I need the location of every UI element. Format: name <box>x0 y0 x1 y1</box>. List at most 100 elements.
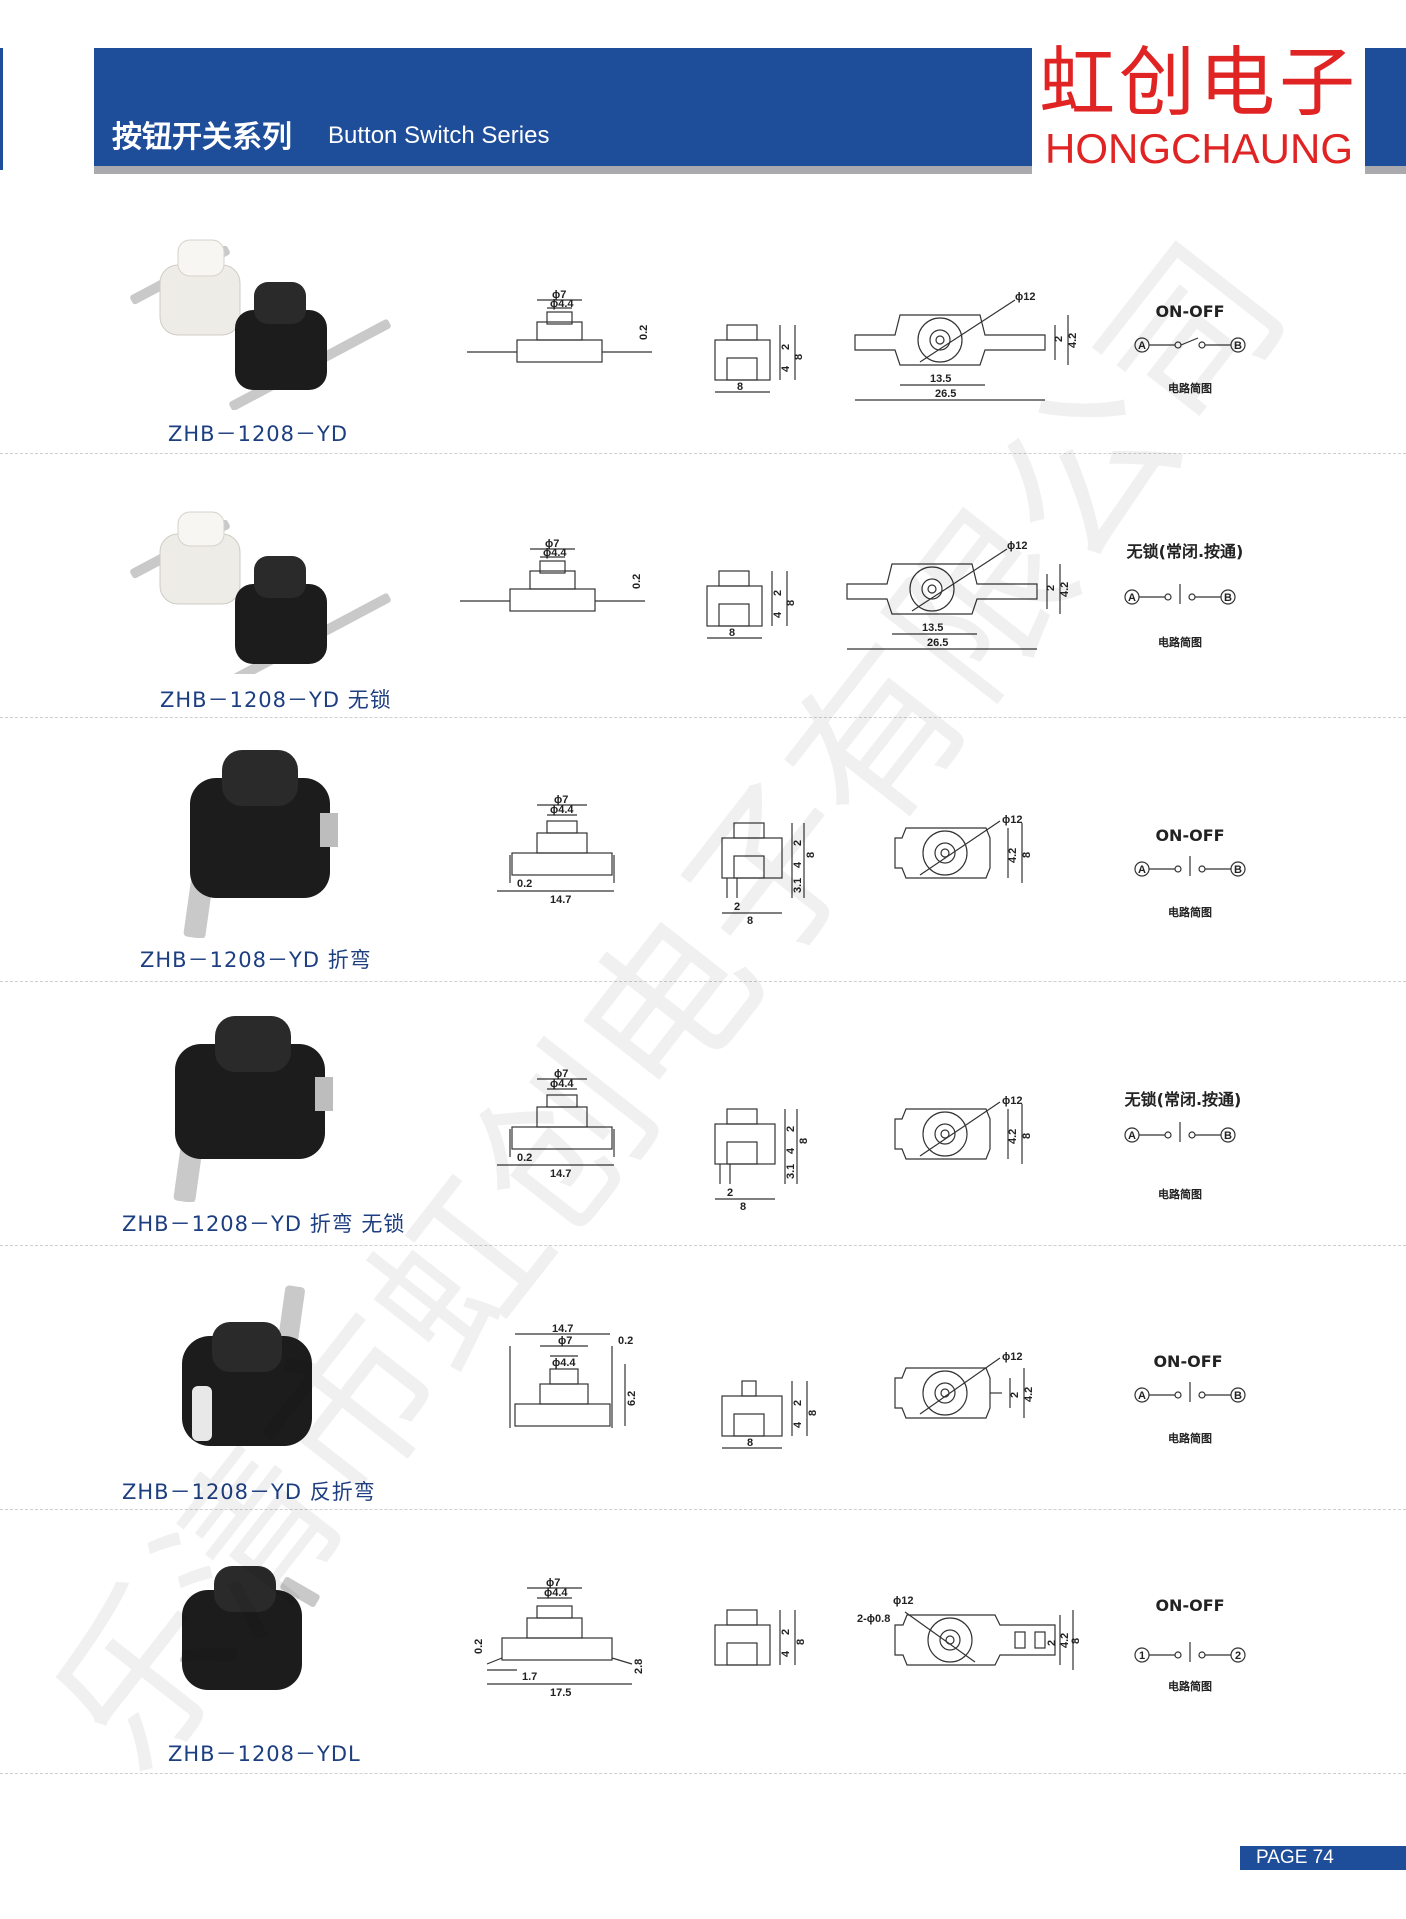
circuit-title: 无锁(常闭.按通) <box>1126 542 1244 561</box>
top-view-drawing: ϕ12 13.5 26.5 2 4.2 <box>846 540 1071 650</box>
svg-text:B: B <box>1234 864 1242 876</box>
circuit-diagram: A B <box>1134 337 1246 353</box>
svg-text:4.2: 4.2 <box>1007 1129 1019 1144</box>
svg-text:14.7: 14.7 <box>550 894 571 906</box>
circuit-caption: 电路简图 <box>1168 382 1212 395</box>
svg-text:2: 2 <box>1053 336 1065 342</box>
svg-text:2: 2 <box>792 1400 804 1406</box>
circuit-title: 无锁(常闭.按通) <box>1124 1090 1242 1109</box>
svg-text:2: 2 <box>780 344 792 350</box>
svg-text:8: 8 <box>747 915 753 927</box>
top-view-drawing: ϕ12 4.2 8 <box>894 1095 1033 1164</box>
svg-text:0.2: 0.2 <box>517 878 532 890</box>
circuit-diagram: A B <box>1124 584 1236 605</box>
svg-text:8: 8 <box>1021 852 1033 858</box>
svg-text:ϕ12: ϕ12 <box>1002 1351 1022 1363</box>
product-photo <box>180 1566 320 1690</box>
front-view-drawing: 8 2 4 8 <box>721 1380 819 1449</box>
header-band <box>94 48 1032 166</box>
svg-text:ϕ12: ϕ12 <box>1002 814 1022 826</box>
brand-logo: 虹创电子 HONGCHAUNG <box>1034 40 1364 172</box>
circuit-title: ON-OFF <box>1153 1352 1223 1371</box>
svg-text:4: 4 <box>785 1147 797 1154</box>
header-band-right <box>1365 48 1406 166</box>
svg-text:14.7: 14.7 <box>550 1168 571 1180</box>
svg-text:ϕ12: ϕ12 <box>893 1595 913 1607</box>
product-row: ZHB－1208－YD 无锁 ϕ7 ϕ4.4 0.2 8 2 4 8 ϕ12 <box>0 454 1406 718</box>
product-photo <box>173 1016 333 1202</box>
front-view-drawing: 2 8 2 4 3.1 8 <box>714 1108 810 1213</box>
brand-name-zh: 虹创电子 <box>1039 38 1359 127</box>
brand-name-en: HONGCHAUNG <box>1044 125 1353 172</box>
svg-text:0.2: 0.2 <box>517 1152 532 1164</box>
svg-text:2.8: 2.8 <box>633 1659 645 1674</box>
row-divider <box>0 717 1406 718</box>
circuit-title: ON-OFF <box>1155 302 1225 321</box>
svg-text:ϕ4.4: ϕ4.4 <box>550 298 574 310</box>
top-view-drawing: ϕ12 2-ϕ0.8 2 4.2 8 <box>857 1595 1080 1670</box>
product-model: ZHB－1208－YD 折弯 无锁 <box>122 1212 406 1236</box>
front-view-drawing: 8 2 4 8 <box>714 324 805 393</box>
svg-text:A: A <box>1128 1130 1136 1142</box>
svg-text:8: 8 <box>805 852 817 858</box>
svg-text:4: 4 <box>792 861 804 868</box>
side-view-drawing: ϕ7 ϕ4.4 0.2 14.7 <box>497 1068 615 1180</box>
svg-text:A: A <box>1138 864 1146 876</box>
svg-text:4.2: 4.2 <box>1059 582 1071 597</box>
svg-text:17.5: 17.5 <box>550 1687 571 1698</box>
svg-text:2: 2 <box>734 901 740 913</box>
svg-text:ϕ4.4: ϕ4.4 <box>550 804 574 816</box>
svg-text:A: A <box>1138 1390 1146 1402</box>
svg-text:4.2: 4.2 <box>1067 333 1079 348</box>
circuit-caption: 电路简图 <box>1168 906 1212 919</box>
circuit-diagram: 1 2 <box>1134 1642 1246 1663</box>
front-view-drawing: 2 4 8 <box>714 1609 807 1666</box>
circuit-caption: 电路简图 <box>1158 1188 1202 1201</box>
svg-text:4: 4 <box>772 611 784 618</box>
svg-text:4.2: 4.2 <box>1059 1633 1071 1648</box>
svg-text:2: 2 <box>1046 1640 1058 1646</box>
svg-text:4.2: 4.2 <box>1023 1387 1035 1402</box>
svg-text:ϕ7: ϕ7 <box>552 290 566 301</box>
svg-text:8: 8 <box>807 1410 819 1416</box>
svg-text:ϕ4.4: ϕ4.4 <box>544 1587 568 1599</box>
svg-text:13.5: 13.5 <box>922 622 943 634</box>
circuit-diagram: A B <box>1134 856 1246 877</box>
product-row: ZHB－1208－YD ϕ7 ϕ4.4 0.2 8 2 4 8 ϕ12 13. <box>0 190 1406 454</box>
svg-text:ϕ7: ϕ7 <box>545 539 559 550</box>
svg-text:4: 4 <box>780 365 792 372</box>
product-photo <box>182 1285 312 1446</box>
svg-text:26.5: 26.5 <box>935 388 956 400</box>
svg-text:B: B <box>1224 1130 1232 1142</box>
svg-text:B: B <box>1234 340 1242 352</box>
svg-text:ϕ7: ϕ7 <box>554 794 568 806</box>
svg-text:ϕ7: ϕ7 <box>558 1335 572 1347</box>
svg-text:8: 8 <box>798 1138 810 1144</box>
svg-text:14.7: 14.7 <box>552 1324 573 1335</box>
svg-text:2: 2 <box>780 1629 792 1635</box>
row-divider <box>0 1773 1406 1774</box>
svg-text:0.2: 0.2 <box>473 1639 485 1654</box>
svg-text:A: A <box>1128 592 1136 604</box>
svg-text:ϕ12: ϕ12 <box>1007 540 1027 552</box>
svg-text:1.7: 1.7 <box>522 1671 537 1683</box>
svg-text:3.1: 3.1 <box>792 878 804 893</box>
svg-text:4: 4 <box>780 1650 792 1657</box>
circuit-caption: 电路简图 <box>1168 1680 1212 1693</box>
header-underline <box>94 166 1032 174</box>
svg-text:3.1: 3.1 <box>785 1164 797 1179</box>
product-row: ZHB－1208－YDL ϕ7 ϕ4.4 0.2 2.8 1.7 17.5 2 … <box>0 1510 1406 1774</box>
svg-text:0.2: 0.2 <box>631 574 643 589</box>
svg-text:26.5: 26.5 <box>927 637 948 649</box>
top-view-drawing: ϕ12 4.2 8 <box>894 814 1033 883</box>
product-row: ZHB－1208－YD 反折弯 14.7 ϕ7 ϕ4.4 0.2 6.2 8 2… <box>0 1246 1406 1510</box>
circuit-diagram: A B <box>1124 1122 1236 1143</box>
svg-text:8: 8 <box>1070 1638 1080 1644</box>
product-model: ZHB－1208－YD 折弯 <box>140 948 372 972</box>
top-view-drawing: ϕ12 2 4.2 <box>894 1351 1035 1419</box>
row-divider <box>0 981 1406 982</box>
svg-text:8: 8 <box>729 627 735 639</box>
svg-text:2: 2 <box>727 1187 733 1199</box>
side-view-drawing: ϕ7 ϕ4.4 0.2 <box>460 539 645 612</box>
svg-text:ϕ12: ϕ12 <box>1015 291 1035 303</box>
